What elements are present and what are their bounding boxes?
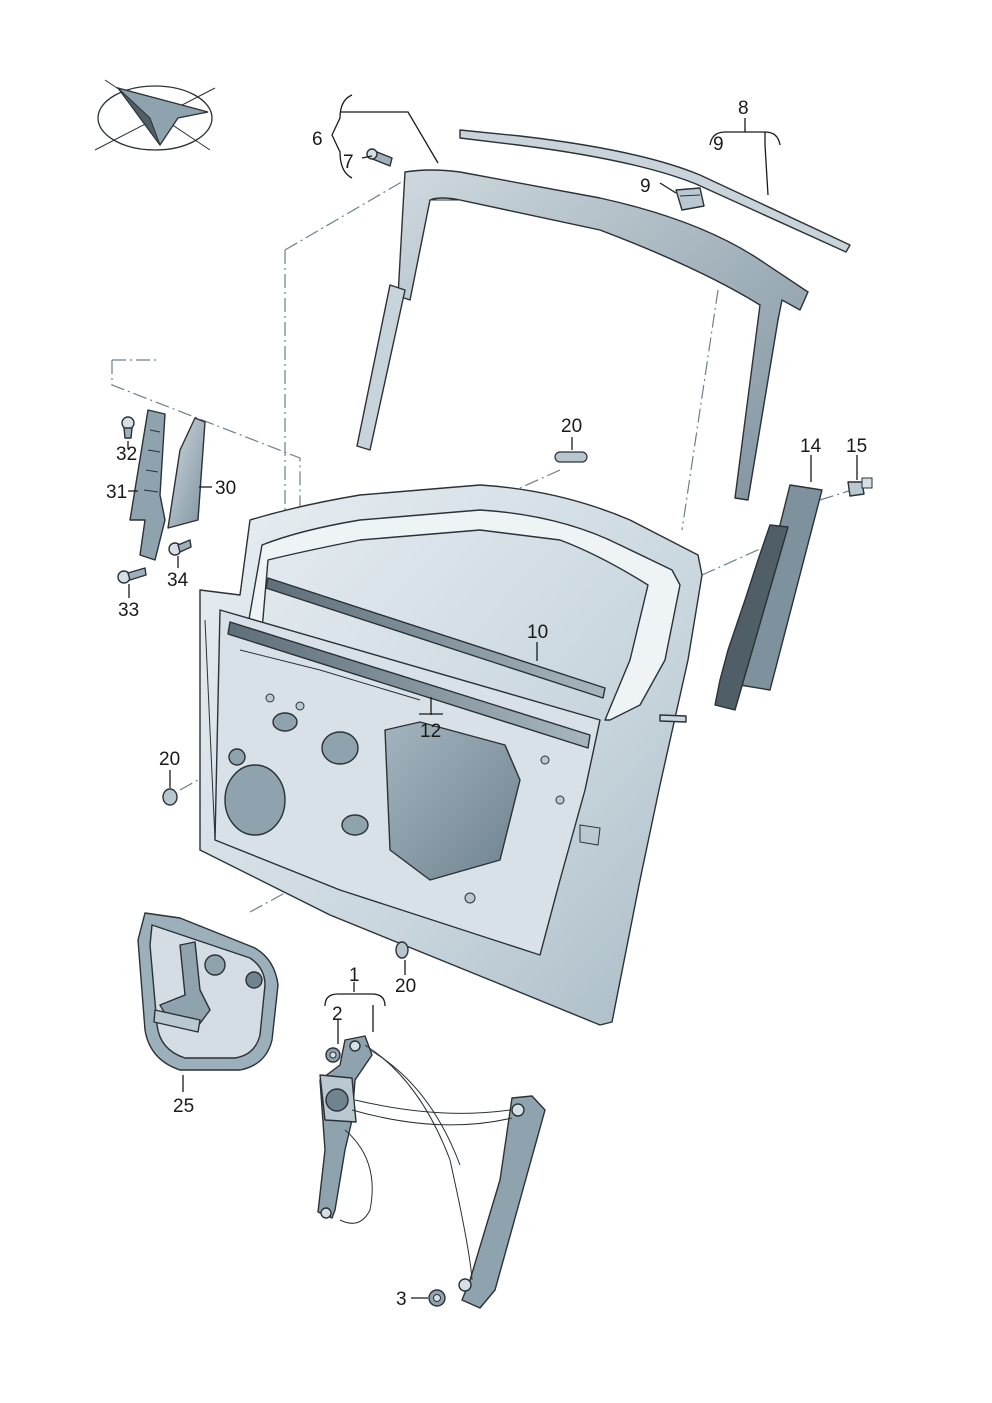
callout-6: 6 <box>312 129 323 150</box>
screw-33 <box>117 567 147 584</box>
mirror-bracket-31 <box>129 409 166 561</box>
callout-20-upper: 20 <box>561 416 582 437</box>
screw-32 <box>121 416 135 439</box>
seal-clip <box>675 187 705 211</box>
callout-31: 31 <box>106 482 127 503</box>
callout-15: 15 <box>846 436 867 457</box>
callout-34: 34 <box>167 570 189 591</box>
guide-rail <box>714 484 823 711</box>
callout-1: 1 <box>349 965 360 986</box>
door-shell <box>199 484 703 1026</box>
callout-20-left: 20 <box>159 749 180 770</box>
mirror-trim-30 <box>167 417 206 529</box>
callout-2: 2 <box>332 1004 343 1025</box>
rubber-plug-upper <box>554 451 588 463</box>
callout-12: 12 <box>420 721 441 742</box>
roof-seal-strip <box>459 129 851 253</box>
window-regulator <box>317 1035 546 1309</box>
callout-20-bottom: 20 <box>395 976 416 997</box>
callout-33: 33 <box>118 600 139 621</box>
callout-labels: 6 7 8 9 9 10 12 14 15 20 20 20 25 30 31 … <box>106 98 867 1310</box>
window-channel-seals <box>227 577 606 749</box>
callout-25: 25 <box>173 1096 194 1117</box>
rubber-plug-bottom <box>395 941 409 959</box>
nut-2 <box>325 1047 341 1063</box>
screw-34 <box>168 539 192 556</box>
callout-9-upper: 9 <box>713 134 724 155</box>
callout-7: 7 <box>343 152 354 173</box>
rubber-plug-left <box>162 788 178 806</box>
window-frame-trim <box>356 169 809 501</box>
callout-14: 14 <box>800 436 822 457</box>
callout-32: 32 <box>116 444 137 465</box>
screw-7 <box>366 148 393 167</box>
callout-9-clip: 9 <box>640 176 651 197</box>
callout-30: 30 <box>215 478 236 499</box>
callout-3: 3 <box>396 1289 407 1310</box>
callout-10: 10 <box>527 622 548 643</box>
door-seal-sheet <box>137 912 279 1071</box>
callout-8: 8 <box>738 98 749 119</box>
orientation-arrow-icon <box>94 79 216 151</box>
clip-15 <box>847 477 873 497</box>
nut-3 <box>428 1289 446 1307</box>
leader-lines <box>127 94 858 1299</box>
